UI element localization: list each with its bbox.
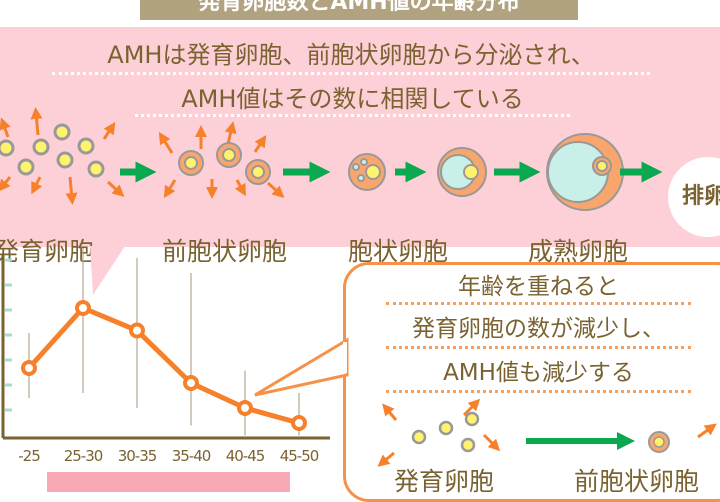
x-tick-label: 25-30 — [63, 447, 104, 465]
stage-label-antral: 胞状卵胞 — [348, 237, 449, 266]
amh-source-panel: AMHは発育卵胞、前胞状卵胞から分泌され、 AMH値はその数に相関している 発育… — [0, 27, 720, 266]
panel-line-1: AMHは発育卵胞、前胞状卵胞から分泌され、 — [52, 35, 650, 75]
panel-line-2: AMH値はその数に相関している — [135, 79, 570, 117]
follicle-stages-illustration — [0, 107, 663, 211]
callout-line-3: AMH値も減少する — [386, 353, 691, 393]
callout-stage-growing: 発育卵胞 — [394, 467, 495, 496]
stage-label-preantral: 前胞状卵胞 — [162, 237, 288, 266]
x-tick-label: -25 — [18, 447, 40, 465]
decline-illustration — [377, 398, 717, 467]
x-axis-title-bar — [47, 472, 290, 492]
x-tick-label: 35-40 — [171, 447, 212, 465]
data-point — [21, 360, 37, 376]
diagram-title: 発育卵胞数とAMH値の年齢分布 — [140, 0, 578, 20]
callout-line-1: 年齢を重ねると — [386, 267, 691, 305]
callout-stage-preantral: 前胞状卵胞 — [574, 467, 700, 496]
data-point — [237, 400, 253, 416]
stage-label-mature: 成熟卵胞 — [528, 237, 629, 266]
stage-label-growing: 発育卵胞 — [0, 237, 95, 266]
chart-canvas — [1, 246, 330, 440]
amh-series-line — [27, 305, 300, 426]
x-tick-label: 40-45 — [225, 447, 266, 465]
callout-line-2: 発育卵胞の数が減少し、 — [386, 309, 691, 349]
data-point — [75, 300, 91, 316]
panel-callout-tail — [90, 246, 125, 295]
data-point — [291, 415, 307, 431]
data-point — [129, 322, 145, 339]
x-tick-label: 30-35 — [117, 447, 158, 465]
aging-callout-box: 年齢を重ねると 発育卵胞の数が減少し、 AMH値も減少する 発育卵胞 前胞状卵胞 — [343, 262, 720, 502]
data-point — [183, 375, 199, 391]
x-tick-label: 45-50 — [279, 447, 320, 465]
